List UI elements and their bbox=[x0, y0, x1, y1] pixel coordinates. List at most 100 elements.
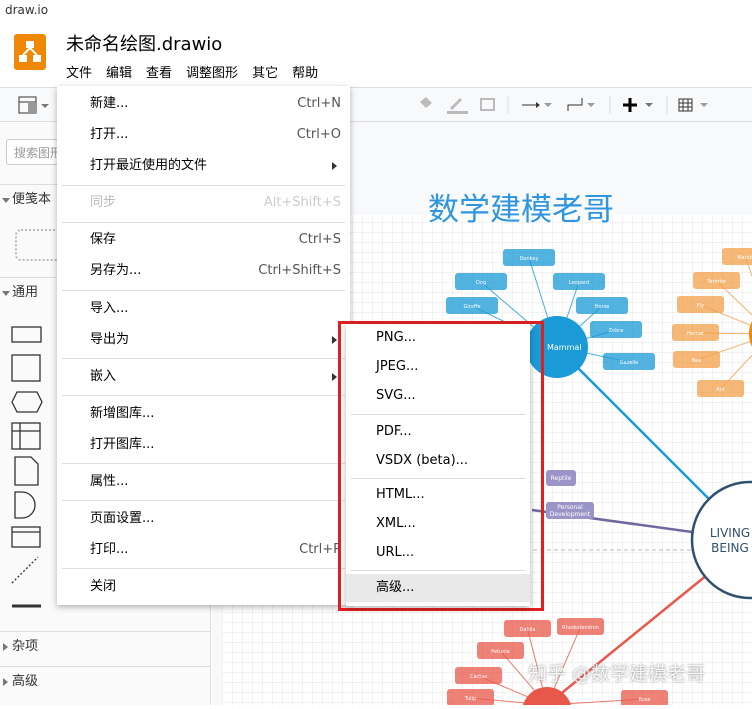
menu-item-label: 保存 bbox=[90, 232, 116, 247]
menu-separator bbox=[62, 185, 345, 186]
menu-item-label: 打印... bbox=[90, 542, 128, 557]
node-label[interactable]: Dahlia bbox=[520, 627, 536, 633]
menu-item-shortcut: Ctrl+O bbox=[297, 121, 341, 149]
node-label[interactable]: Mantis bbox=[737, 255, 752, 261]
node-label[interactable]: Cactus bbox=[470, 674, 487, 680]
node-label[interactable]: Donkey bbox=[520, 256, 539, 262]
menu-edit[interactable]: 编辑 bbox=[106, 62, 132, 81]
menu-item-label: 打开... bbox=[90, 127, 128, 142]
menu-item-label: 新增图库... bbox=[90, 406, 154, 421]
export-menu-item[interactable]: VSDX (beta)... bbox=[346, 447, 530, 475]
export-menu-item[interactable]: XML... bbox=[346, 510, 530, 538]
menu-separator bbox=[62, 222, 345, 223]
file-menu-item: 同步 Alt+Shift+S bbox=[57, 189, 350, 217]
file-menu-item[interactable]: 页面设置... bbox=[57, 505, 350, 533]
menu-separator bbox=[62, 463, 345, 464]
node-personal-development[interactable]: Personal Development bbox=[546, 502, 594, 519]
menu-file[interactable]: 文件 bbox=[66, 62, 92, 81]
menu-item-label: 打开最近使用的文件 bbox=[90, 158, 207, 173]
file-menu-item[interactable]: 保存 Ctrl+S bbox=[57, 226, 350, 254]
file-menu-item[interactable]: 打开... Ctrl+O bbox=[57, 121, 350, 149]
drawio-logo bbox=[14, 34, 46, 70]
menu-item-shortcut: Ctrl+S bbox=[299, 226, 341, 254]
node-label[interactable]: Horse bbox=[595, 304, 610, 310]
file-menu-item[interactable]: 属性... bbox=[57, 468, 350, 496]
node-label[interactable]: Gazelle bbox=[620, 360, 639, 366]
menu-item-label: 另存为... bbox=[90, 263, 141, 278]
file-menu-item[interactable]: 导入... bbox=[57, 295, 350, 323]
mammal-label[interactable]: Mammal bbox=[547, 343, 582, 352]
menu-item-label: 页面设置... bbox=[90, 511, 154, 526]
menu-item-label: 新建... bbox=[90, 96, 128, 111]
file-menu-item[interactable]: 另存为... Ctrl+Shift+S bbox=[57, 257, 350, 285]
section-misc[interactable]: 杂项 bbox=[0, 631, 211, 661]
file-menu-item[interactable]: 打开最近使用的文件 bbox=[57, 152, 350, 180]
file-menu-item[interactable]: 嵌入 bbox=[57, 363, 350, 391]
file-menu-item[interactable]: 关闭 bbox=[57, 573, 350, 601]
file-menu-item[interactable]: 打开图库... bbox=[57, 431, 350, 459]
node-label[interactable]: Leopard bbox=[569, 280, 589, 286]
node-label[interactable]: Fly bbox=[697, 303, 704, 309]
export-menu-item[interactable]: PDF... bbox=[346, 418, 530, 446]
export-menu-item[interactable]: JPEG... bbox=[346, 353, 530, 381]
export-menu-item[interactable]: HTML... bbox=[346, 481, 530, 509]
menu-separator bbox=[62, 358, 345, 359]
watermark: 知乎 @数学建模老哥 bbox=[528, 659, 705, 686]
table-icon[interactable] bbox=[679, 99, 708, 111]
export-menu-item[interactable]: SVG... bbox=[346, 382, 530, 410]
node-label[interactable]: Termite bbox=[706, 279, 726, 285]
node-label[interactable]: Rose bbox=[639, 697, 651, 703]
menu-separator bbox=[62, 568, 345, 569]
export-menu-item[interactable]: 高级... bbox=[346, 574, 530, 602]
node-label[interactable]: Giraffe bbox=[464, 304, 481, 310]
center-node-label[interactable]: LIVING BEING bbox=[700, 526, 752, 556]
menu-item-label: 同步 bbox=[90, 195, 116, 210]
menu-item-shortcut: Ctrl+Shift+S bbox=[258, 257, 341, 285]
menu-item-shortcut: Alt+Shift+S bbox=[264, 189, 341, 217]
export-submenu: PNG...JPEG...SVG... PDF...VSDX (beta)... H… bbox=[346, 324, 530, 606]
node-label[interactable]: Rhododendron bbox=[562, 625, 599, 631]
file-menu-item[interactable]: 导出为 bbox=[57, 326, 350, 354]
menubar: 文件 编辑 查看 调整图形 其它 帮助 bbox=[66, 62, 318, 81]
node-label[interactable]: Dog bbox=[476, 280, 486, 286]
node-reptile[interactable]: Reptile bbox=[546, 470, 576, 486]
node-label[interactable]: Bee bbox=[692, 358, 702, 364]
node-label[interactable]: Ant bbox=[716, 387, 725, 393]
menu-item-label: 嵌入 bbox=[90, 369, 116, 384]
file-menu-item[interactable]: 打印...Ctrl+P bbox=[57, 536, 350, 564]
menu-extras[interactable]: 其它 bbox=[252, 62, 278, 81]
menu-help[interactable]: 帮助 bbox=[292, 62, 318, 81]
node-label[interactable]: Zebra bbox=[609, 328, 624, 334]
file-menu-item[interactable]: 新建...Ctrl+N bbox=[57, 90, 350, 118]
export-menu-item[interactable]: URL... bbox=[346, 539, 530, 567]
waypoints-icon[interactable] bbox=[568, 98, 595, 111]
menu-item-label: 属性... bbox=[90, 474, 128, 489]
export-menu-item[interactable]: PNG... bbox=[346, 324, 530, 352]
menu-item-label: 导入... bbox=[90, 301, 128, 316]
shadow-icon[interactable] bbox=[481, 99, 494, 110]
node-label[interactable]: Tulip bbox=[464, 696, 476, 702]
window-title: draw.io bbox=[0, 0, 752, 22]
node-label[interactable]: Petunia bbox=[491, 649, 510, 655]
menu-separator bbox=[351, 570, 525, 571]
menu-separator bbox=[351, 414, 525, 415]
diagram-title[interactable]: 数学建模老哥 bbox=[428, 184, 614, 229]
menu-separator bbox=[351, 478, 525, 479]
file-menu-item[interactable]: 新增图库... bbox=[57, 400, 350, 428]
fill-color-icon[interactable] bbox=[420, 97, 432, 108]
line-color-icon[interactable] bbox=[447, 99, 468, 114]
document-title[interactable]: 未命名绘图.drawio bbox=[66, 30, 222, 56]
menu-item-label: 打开图库... bbox=[90, 437, 154, 452]
menu-item-label: 关闭 bbox=[90, 579, 116, 594]
format-panel-icon[interactable] bbox=[19, 97, 49, 113]
file-menu: 新建...Ctrl+N 打开... Ctrl+O 打开最近使用的文件同步 Alt+Shi… bbox=[57, 86, 350, 605]
menu-view[interactable]: 查看 bbox=[146, 62, 172, 81]
submenu-arrow-icon bbox=[332, 162, 341, 170]
insert-plus-icon[interactable] bbox=[623, 98, 653, 112]
menu-separator bbox=[62, 500, 345, 501]
general-shapes[interactable] bbox=[0, 315, 60, 615]
connection-arrow-icon[interactable] bbox=[522, 102, 552, 108]
node-label[interactable]: Hornet bbox=[687, 331, 704, 337]
menu-arrange[interactable]: 调整图形 bbox=[186, 62, 238, 81]
section-advanced[interactable]: 高级 bbox=[0, 666, 211, 696]
